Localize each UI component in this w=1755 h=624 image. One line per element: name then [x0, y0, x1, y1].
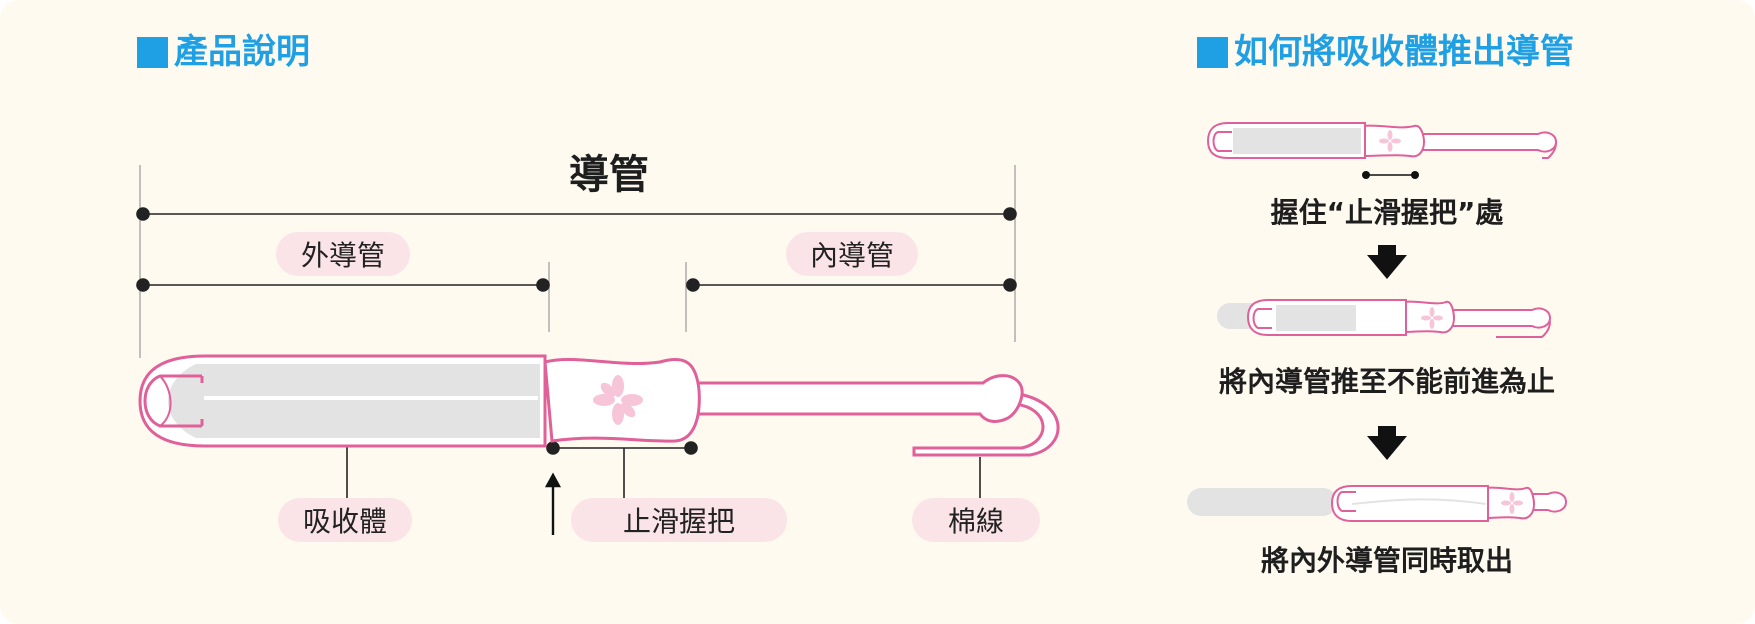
product-description-title-text: 產品說明: [174, 32, 310, 72]
step3-caption: 將內外導管同時取出: [1260, 544, 1513, 577]
string-label: 棉線: [947, 505, 1004, 538]
down-arrow-icon: [1367, 245, 1407, 279]
string-pill: 棉線: [912, 498, 1040, 542]
flower-icon: [593, 375, 643, 425]
title-square-icon: [137, 36, 168, 68]
outer-tube-label: 外導管: [300, 239, 385, 272]
grip-pill: 止滑握把: [571, 498, 787, 542]
applicator-label: 導管: [569, 152, 649, 198]
up-arrow-icon: [544, 472, 562, 535]
product-description-title: 產品說明: [137, 35, 310, 69]
tampon-applicator: [138, 354, 1060, 457]
how-to-push-title: 如何將吸收體推出導管: [1197, 35, 1574, 69]
title-square-icon: [1197, 36, 1228, 68]
outer-tube-pill: 外導管: [276, 232, 410, 276]
step2-caption: 將內導管推至不能前進為止: [1218, 365, 1555, 398]
absorbent-pill: 吸收體: [278, 498, 412, 542]
step1-tampon: [1206, 122, 1558, 179]
absorbent-label: 吸收體: [302, 505, 387, 538]
step3-tampon: [1187, 485, 1568, 522]
inner-tube-label: 內導管: [809, 239, 894, 272]
inner-tube-pill: 內導管: [786, 232, 918, 276]
grip-label: 止滑握把: [622, 505, 735, 538]
step2-tampon: [1217, 299, 1552, 338]
dimension-lines: [136, 165, 1017, 500]
step1-caption: 握住“止滑握把”處: [1270, 196, 1504, 229]
down-arrow-icon: [1367, 426, 1407, 460]
how-to-push-title-text: 如何將吸收體推出導管: [1234, 32, 1574, 72]
